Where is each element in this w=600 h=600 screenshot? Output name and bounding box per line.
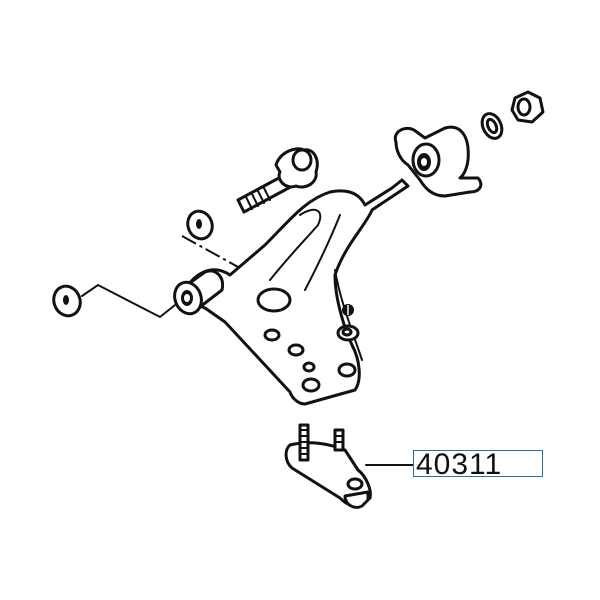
bolt[interactable] xyxy=(236,147,319,214)
ball-joint[interactable] xyxy=(284,423,372,509)
part-number-callout[interactable]: 40311 xyxy=(413,450,543,480)
rear-bushing-bracket[interactable] xyxy=(393,125,483,198)
washer-upper-left[interactable] xyxy=(184,208,216,243)
washer-left[interactable] xyxy=(50,282,85,319)
small-nut[interactable] xyxy=(342,304,354,316)
bushing-front[interactable] xyxy=(170,269,225,318)
flange-nut[interactable] xyxy=(510,90,545,124)
washer-right[interactable] xyxy=(478,110,505,141)
lower-control-arm[interactable] xyxy=(185,178,410,406)
leader-line-left xyxy=(81,283,176,319)
small-washer[interactable] xyxy=(336,324,360,342)
leader-line-upper xyxy=(181,235,241,269)
